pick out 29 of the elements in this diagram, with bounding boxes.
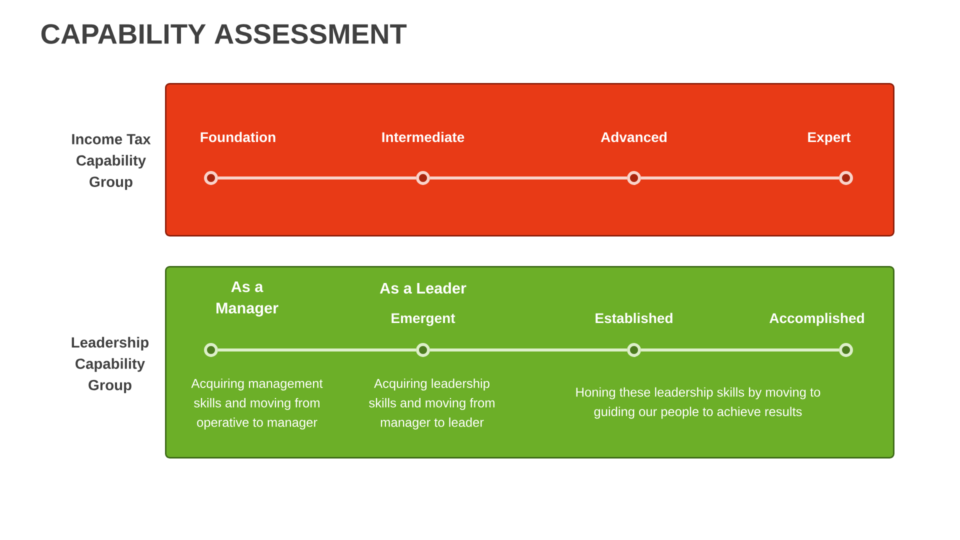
level-label: Foundation (200, 132, 276, 142)
row-label: Income Tax Capability Group (72, 134, 151, 190)
timeline-dot (204, 171, 218, 185)
level-label: Expert (808, 132, 851, 145)
timeline-dot (416, 171, 430, 185)
timeline-dot (627, 171, 641, 185)
timeline-dot (627, 343, 641, 357)
connector-line (218, 176, 416, 180)
level-label: Intermediate (382, 132, 464, 142)
slide-title: CAPABILITY ASSESSMENT (41, 24, 407, 44)
connector-line (430, 176, 628, 180)
description-text: Honing these leadership skills by moving to guiding our people to achieve results (576, 387, 820, 419)
stage-heading: As a Leader (380, 282, 466, 294)
level-label: Emergent (392, 313, 456, 326)
timeline-dot (416, 343, 430, 357)
timeline-dot (839, 343, 853, 357)
connector-line (218, 348, 416, 352)
timeline-dot (204, 343, 218, 357)
level-label: Accomplished (770, 312, 864, 326)
level-label: Established (596, 312, 672, 324)
timeline-dot (839, 171, 853, 185)
description-text: Acquiring leadership skills and moving from manager to leader (369, 378, 494, 430)
description-text: Acquiring management skills and moving from operative to manager (191, 378, 323, 430)
connector-line (430, 348, 628, 352)
stage-heading: As a Manager (216, 281, 278, 317)
connector-line (640, 176, 840, 180)
level-label: Advanced (600, 132, 667, 142)
connector-line (640, 348, 840, 352)
row-label: Leadership Capability Group (72, 336, 148, 394)
